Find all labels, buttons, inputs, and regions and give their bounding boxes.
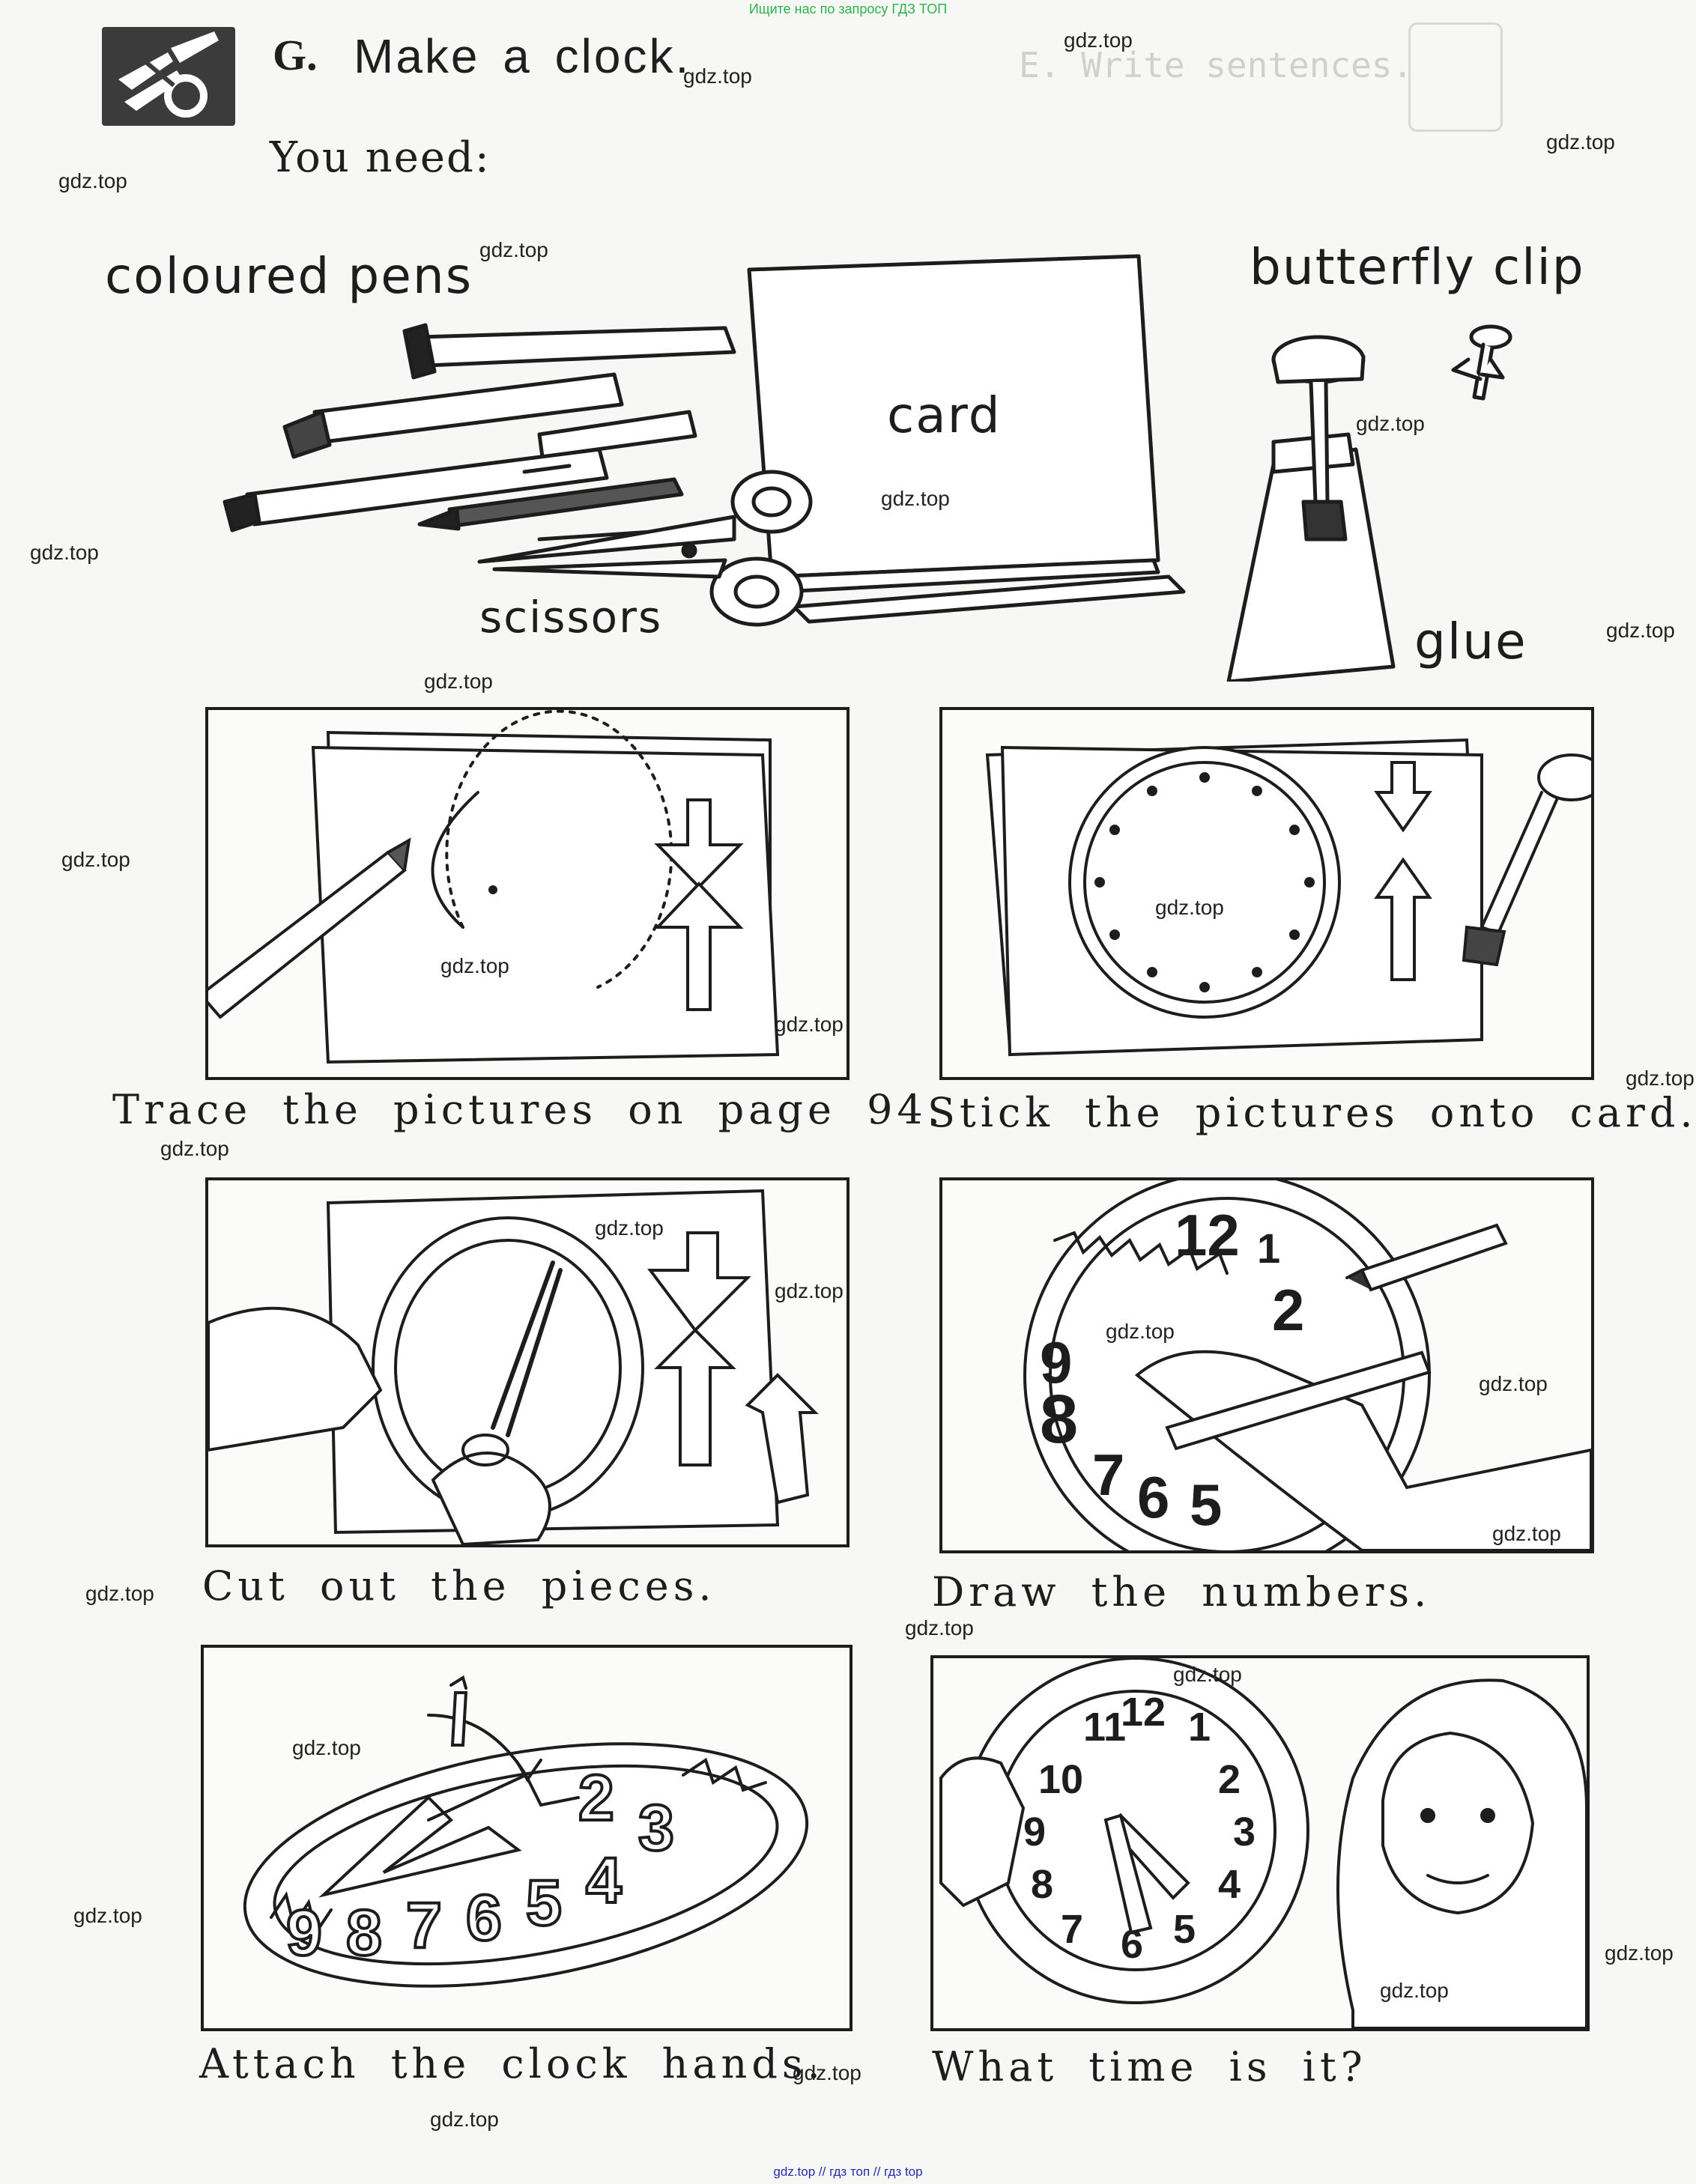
step-panel-draw: 12 1 2 9 8 7 6 5 xyxy=(939,1177,1594,1553)
draw-number: 2 xyxy=(1272,1277,1304,1343)
watermark: gdz.top xyxy=(1626,1067,1695,1090)
draw-number: 1 xyxy=(1257,1225,1280,1272)
step-panel-attach: 9 8 7 6 5 4 3 2 xyxy=(201,1645,852,2031)
watermark: gdz.top xyxy=(1605,1941,1674,1965)
watermark: gdz.top xyxy=(73,1904,142,1927)
step-caption-what-time: What time is it? xyxy=(932,2043,1367,2090)
label-butterfly-clip: butterfly clip xyxy=(1250,238,1585,296)
attach-number: 4 xyxy=(586,1845,622,1917)
draw-number: 12 xyxy=(1175,1202,1240,1268)
attach-number: 5 xyxy=(526,1867,562,1939)
watermark: gdz.top xyxy=(85,1582,154,1605)
attach-number: 2 xyxy=(578,1762,614,1834)
you-need-label: You need: xyxy=(270,133,491,182)
label-scissors: scissors xyxy=(479,592,663,643)
label-card: card xyxy=(887,386,1002,444)
attach-number: 9 xyxy=(286,1897,322,1969)
watermark: gdz.top xyxy=(1356,412,1425,435)
hold-number: 3 xyxy=(1233,1810,1256,1854)
watermark: gdz.top xyxy=(1479,1372,1548,1395)
watermark: gdz.top xyxy=(58,169,127,192)
glue-bottle-drawing xyxy=(1226,335,1396,684)
watermark: gdz.top xyxy=(1606,619,1675,642)
attach-number: 3 xyxy=(638,1792,674,1864)
supplies-illustration xyxy=(0,187,1696,684)
step-panel-what-time: 11 12 1 10 2 9 3 8 4 7 6 5 xyxy=(930,1655,1590,2031)
butterfly-clip-drawing xyxy=(1451,324,1512,401)
hold-number: 1 xyxy=(1188,1705,1211,1750)
step-caption-cut: Cut out the pieces. xyxy=(202,1562,716,1610)
hold-number: 8 xyxy=(1031,1862,1053,1907)
watermark: gdz.top xyxy=(1546,130,1615,154)
draw-number: 9 xyxy=(1040,1329,1072,1395)
watermark: gdz.top xyxy=(430,2108,499,2131)
watermark: gdz.top xyxy=(1064,28,1133,52)
attach-number: 6 xyxy=(466,1882,502,1954)
watermark: gdz.top xyxy=(292,1736,361,1759)
watermark: gdz.top xyxy=(61,848,130,871)
bottom-notice: gdz.top // гдз топ // гдз top xyxy=(773,2165,923,2179)
watermark: gdz.top xyxy=(440,954,509,977)
make-activity-icon xyxy=(102,27,235,126)
hold-number: 9 xyxy=(1023,1810,1046,1854)
watermark: gdz.top xyxy=(793,2061,861,2084)
bleed-through-text: E. Write sentences. xyxy=(1019,45,1414,85)
hold-number: 10 xyxy=(1038,1757,1083,1802)
step-panel-trace xyxy=(205,707,849,1080)
hold-number: 11 xyxy=(1083,1705,1126,1750)
watermark: gdz.top xyxy=(905,1616,974,1639)
label-glue: glue xyxy=(1414,613,1527,670)
attach-number: 8 xyxy=(346,1897,382,1969)
watermark: gdz.top xyxy=(424,670,493,693)
scissors-drawing xyxy=(477,470,813,627)
hold-number: 12 xyxy=(1121,1690,1166,1735)
watermark: gdz.top xyxy=(30,541,99,564)
step-caption-stick: Stick the pictures onto card. xyxy=(927,1089,1696,1136)
step-caption-trace: Trace the pictures on page 94. xyxy=(112,1086,945,1133)
hold-number: 2 xyxy=(1218,1757,1241,1802)
watermark: gdz.top xyxy=(1106,1320,1175,1343)
card-sheets-drawing xyxy=(747,254,1186,624)
label-coloured-pens: coloured pens xyxy=(105,247,473,305)
step-caption-draw: Draw the numbers. xyxy=(932,1568,1432,1616)
watermark: gdz.top xyxy=(479,238,548,261)
step-panel-stick xyxy=(939,707,1594,1080)
exercise-title: Make a clock. xyxy=(354,29,691,83)
watermark: gdz.top xyxy=(683,64,752,88)
hold-number: 5 xyxy=(1173,1907,1196,1952)
draw-number: 6 xyxy=(1137,1464,1169,1530)
watermark: gdz.top xyxy=(160,1137,229,1160)
watermark: gdz.top xyxy=(1173,1663,1242,1686)
bleed-through-box xyxy=(1408,22,1503,132)
watermark: gdz.top xyxy=(775,1279,844,1302)
exercise-letter: G. xyxy=(273,31,318,79)
step-caption-attach: Attach the clock hands. xyxy=(199,2040,825,2087)
watermark: gdz.top xyxy=(775,1013,844,1036)
hold-number: 7 xyxy=(1061,1907,1083,1952)
watermark: gdz.top xyxy=(881,487,950,510)
watermark: gdz.top xyxy=(1155,896,1224,919)
draw-number: 5 xyxy=(1190,1472,1222,1538)
watermark: gdz.top xyxy=(1380,1979,1449,2002)
top-notice: Ищите нас по запросу ГДЗ ТОП xyxy=(748,1,948,16)
step-panel-cut xyxy=(205,1177,849,1547)
watermark: gdz.top xyxy=(595,1216,664,1240)
draw-number: 7 xyxy=(1092,1442,1124,1508)
coloured-pens-drawing xyxy=(222,323,736,542)
hold-number: 4 xyxy=(1218,1862,1241,1907)
attach-number: 7 xyxy=(406,1890,442,1962)
watermark: gdz.top xyxy=(1492,1522,1561,1545)
draw-number: 8 xyxy=(1040,1381,1078,1457)
